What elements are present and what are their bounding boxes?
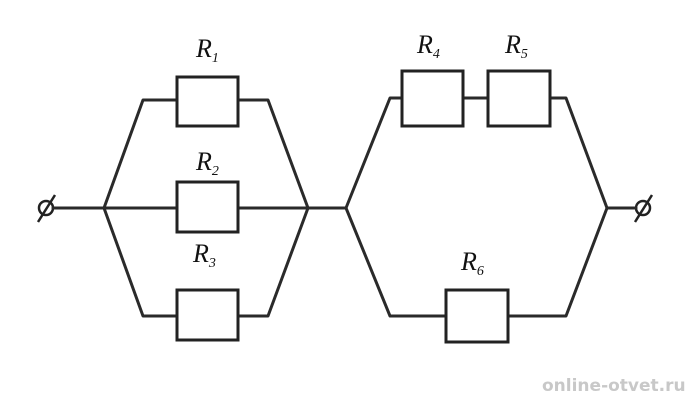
wire-lower-left-branch — [344, 206, 448, 318]
resistor-r5 — [486, 69, 552, 128]
right-block-wires — [344, 96, 638, 318]
right-terminal-slash — [633, 194, 654, 223]
right-terminal — [633, 194, 654, 223]
label-r2: R2 — [195, 147, 219, 179]
wire-upper-left-branch — [344, 96, 404, 210]
wire-bottom-right-branch — [236, 206, 310, 318]
wire-top-right-branch — [236, 98, 310, 210]
resistor-r4 — [400, 69, 465, 128]
resistor-r3 — [175, 288, 240, 342]
watermark-text: online-otvet.ru — [542, 376, 686, 396]
label-r1: R1 — [195, 34, 219, 66]
label-r4: R4 — [416, 30, 440, 62]
resistor-r2 — [175, 180, 240, 234]
wire-bottom-left-branch — [102, 206, 179, 318]
left-block-wires — [51, 98, 310, 318]
label-r3: R3 — [192, 239, 216, 271]
left-terminal-slash — [36, 194, 57, 223]
resistor-r1 — [175, 75, 240, 128]
wire-top-left-branch — [102, 98, 179, 210]
label-r6: R6 — [460, 247, 484, 279]
wire-lower-right-branch — [506, 206, 609, 318]
wire-upper-right-branch — [548, 96, 609, 210]
resistor-r6 — [444, 288, 510, 344]
label-r5: R5 — [504, 30, 528, 62]
